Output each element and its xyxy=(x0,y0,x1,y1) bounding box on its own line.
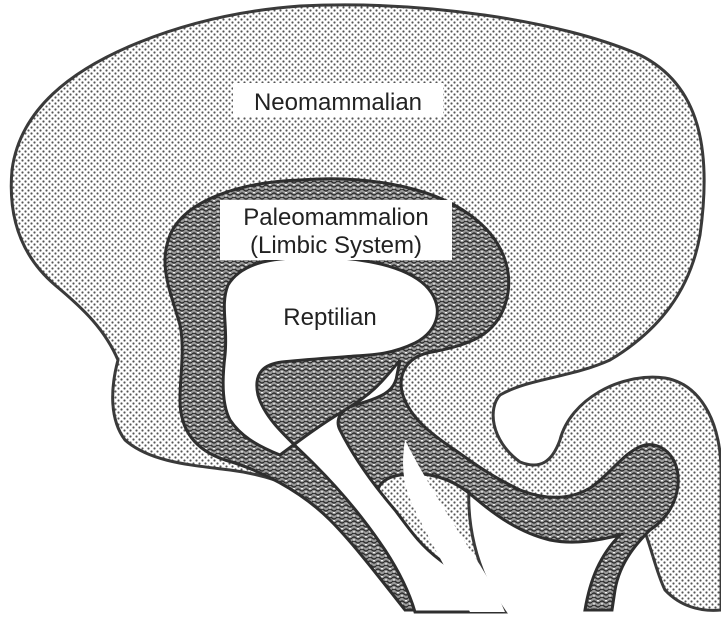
paleomammalian-text-line1: Paleomammalion xyxy=(243,204,428,231)
reptilian-text: Reptilian xyxy=(283,304,376,331)
paleomammalian-text-line2: (Limbic System) xyxy=(250,232,422,259)
reptilian-label: Reptilian xyxy=(283,304,376,331)
neomammalian-label: Neomammalian xyxy=(233,83,443,117)
neomammalian-text: Neomammalian xyxy=(254,89,422,116)
paleomammalian-label: Paleomammalion (Limbic System) xyxy=(220,200,452,260)
